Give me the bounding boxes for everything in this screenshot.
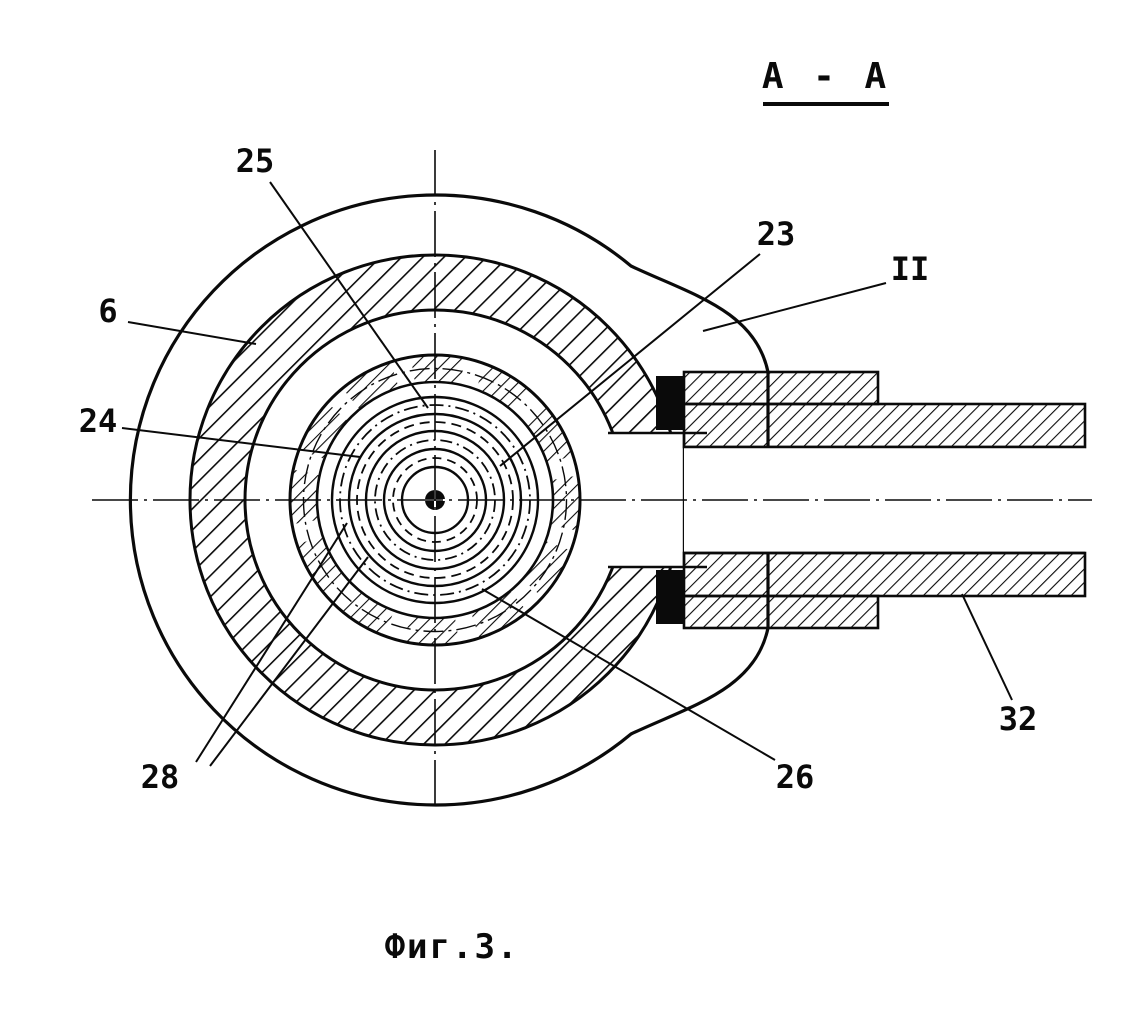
leader-line-6: [127, 321, 257, 345]
part-label-6: 6: [98, 292, 117, 330]
leader-line-25: [269, 181, 429, 409]
part-label-II: II: [891, 250, 930, 288]
leader-line-II: [702, 282, 887, 332]
pipe-sleeve-top: [682, 370, 880, 406]
leader-line-32: [961, 593, 1013, 701]
section-title: А - А: [762, 56, 890, 97]
figure-caption: Фиг.3.: [385, 927, 520, 967]
part-label-25: 25: [236, 142, 275, 180]
pipe-seal-bottom: [656, 570, 684, 624]
leader-line-28a: [195, 522, 348, 763]
part-label-26: 26: [776, 758, 815, 796]
pipe-sleeve-bottom: [682, 594, 880, 630]
pipe-wall-top: [682, 402, 1087, 449]
leader-line-24: [121, 427, 361, 458]
part-label-23: 23: [757, 215, 796, 253]
part-label-32: 32: [999, 700, 1038, 738]
pipe-seal-top: [656, 376, 684, 430]
pipe-wall-bottom: [682, 551, 1087, 598]
part-label-24: 24: [79, 402, 118, 440]
part-label-28: 28: [141, 758, 180, 796]
leader-line-23: [499, 253, 761, 467]
leader-line-28b: [209, 556, 369, 767]
leader-line-26: [481, 588, 776, 761]
